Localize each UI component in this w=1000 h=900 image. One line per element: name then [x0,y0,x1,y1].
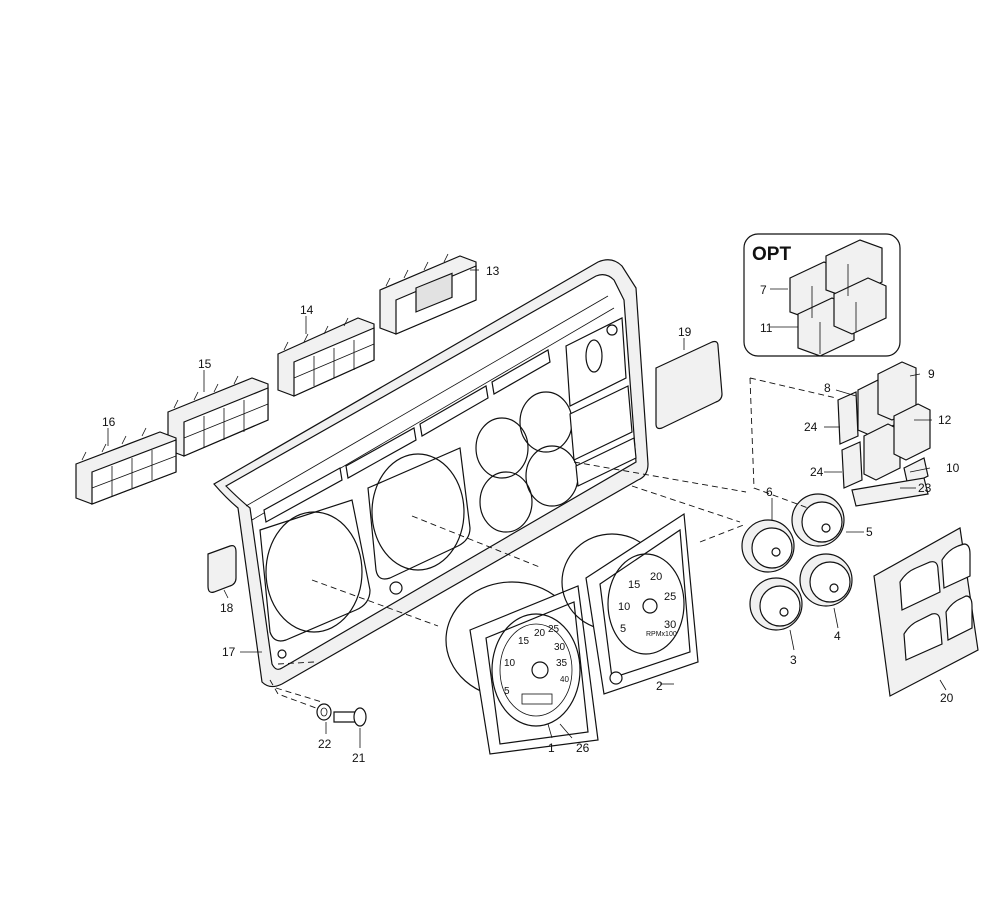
small-gauge-4 [799,553,853,607]
switch-cluster [837,361,931,507]
opt-title: OPT [752,244,791,265]
speedo-tick-25: 25 [548,624,560,635]
tacho-tick-20: 20 [650,571,662,583]
callout-4: 4 [834,629,841,643]
speedometer-gauge-1: 5 10 15 20 25 30 35 40 [445,581,599,755]
switch-module-13 [379,253,477,335]
callout-18: 18 [220,601,234,615]
speedo-tick-15: 15 [518,636,530,647]
callout-19: 19 [678,325,692,339]
callout-6: 6 [766,485,773,499]
dash-panel [213,259,649,688]
callout-9: 9 [928,367,935,381]
callouts: 13 14 15 16 19 17 18 7 11 8 9 24 12 24 1… [102,264,960,765]
switch-module-15 [167,375,269,457]
callout-3: 3 [790,653,797,667]
callout-5: 5 [866,525,873,539]
assembly-lines [269,377,837,709]
blank-plug-18 [207,545,237,593]
callout-11: 11 [760,321,773,335]
opt-switch-blocks [789,239,887,357]
tacho-tick-15: 15 [628,579,640,591]
tacho-tick-25: 25 [664,591,676,603]
callout-22: 22 [318,737,332,751]
tachometer-gauge-2: 5 10 15 20 25 30 RPMx100 [561,512,699,695]
callout-10: 10 [946,461,960,475]
speedo-tick-40: 40 [560,675,569,684]
switch-module-16 [75,427,177,505]
tacho-tick-10: 10 [618,601,630,613]
callout-1: 1 [548,741,555,755]
speedo-tick-10: 10 [504,658,516,669]
callout-8: 8 [824,381,831,395]
cover-plate-19 [655,340,723,430]
callout-24-upper: 24 [804,420,818,434]
callout-13: 13 [486,264,500,278]
callout-17: 17 [222,645,236,659]
callout-24-lower: 24 [810,465,824,479]
tacho-tick-30: 30 [664,619,676,631]
tacho-unit: RPMx100 [646,631,677,638]
small-gauge-6 [741,519,795,573]
speedo-tick-5: 5 [504,686,510,697]
small-gauge-3 [749,577,803,631]
opt-box: OPT [743,233,901,357]
switch-module-14 [277,317,375,397]
bezel-plate-20 [873,527,979,697]
speedo-tick-35: 35 [556,658,568,669]
callout-26: 26 [576,741,590,755]
speedo-tick-20: 20 [534,628,546,639]
washer-22 [316,703,332,721]
callout-14: 14 [300,303,314,317]
callout-16: 16 [102,415,116,429]
screw-21 [333,707,367,727]
leader-lines [107,269,947,748]
callout-20: 20 [940,691,954,705]
callout-23: 23 [918,481,932,495]
callout-2: 2 [656,679,663,693]
callout-7: 7 [760,283,767,297]
small-gauge-5 [791,493,845,547]
panel-slots [263,349,551,523]
tacho-tick-5: 5 [620,623,626,635]
callout-12: 12 [938,413,952,427]
speedo-tick-30: 30 [554,642,566,653]
callout-21: 21 [352,751,366,765]
callout-15: 15 [198,357,212,371]
